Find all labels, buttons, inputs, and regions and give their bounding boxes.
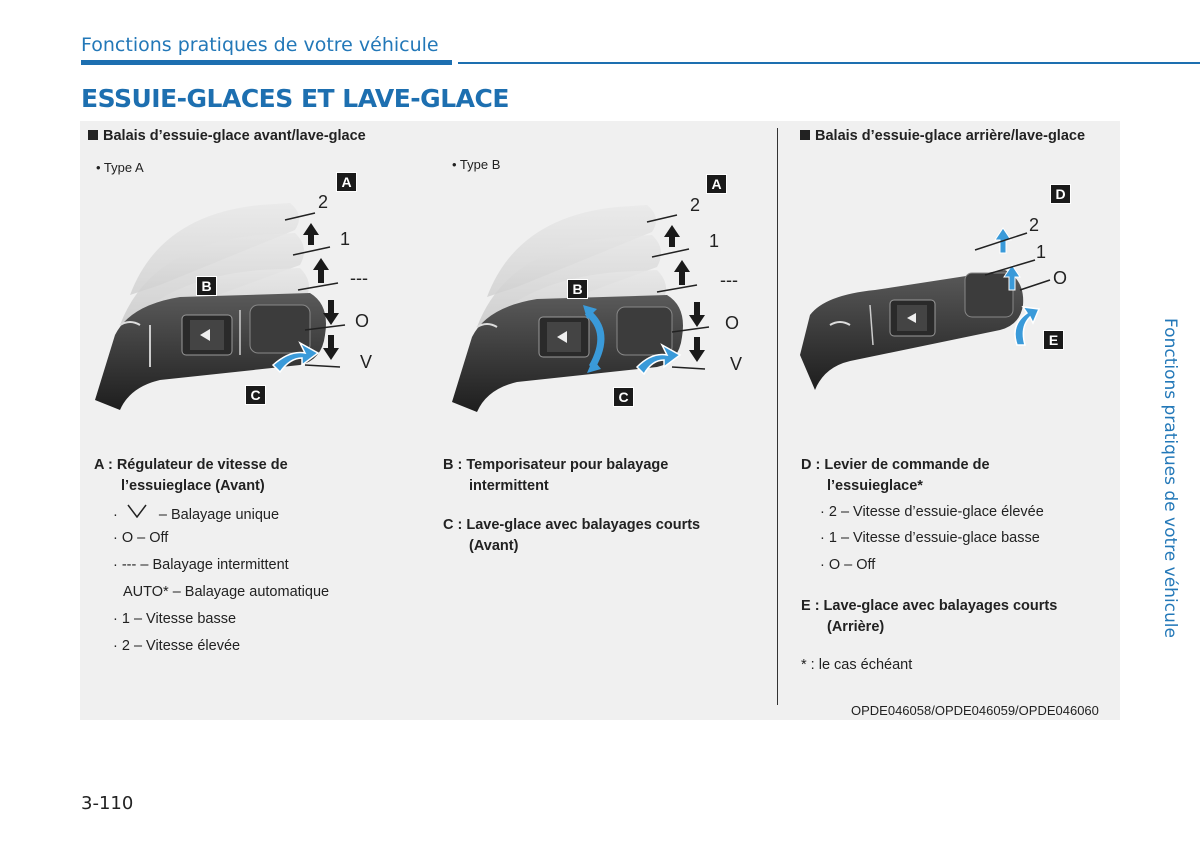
- desc-c-heading: C : Lave-glace avec balayages courts (Av…: [443, 517, 701, 554]
- position-single-label: V: [360, 352, 373, 372]
- running-header: Fonctions pratiques de votre véhicule: [81, 34, 439, 56]
- rear-section-heading: Balais d’essuie-glace arrière/lave-glace: [800, 128, 1085, 144]
- desc-a-intermittent-item: · --- – Balayage intermittent: [113, 557, 289, 573]
- position-2-label-type-b: 2: [690, 195, 701, 215]
- desc-a-off-item: · O – Off: [113, 530, 169, 546]
- panel-divider: [777, 128, 778, 705]
- position-single-label-type-b: V: [730, 354, 743, 374]
- page-title: ESSUIE-GLACES ET LAVE-GLACE: [81, 84, 509, 113]
- label-e-badge: E: [1043, 330, 1064, 350]
- position-off-label: O: [355, 311, 370, 331]
- rear-position-off-label: O: [1053, 268, 1068, 288]
- side-tab-chapter: Fonctions pratiques de votre véhicule: [1160, 318, 1180, 638]
- position-2-label: 2: [318, 192, 329, 212]
- square-bullet-icon: [88, 130, 98, 140]
- header-rule-thick: [81, 60, 452, 65]
- header-rule-thin: [458, 62, 1200, 64]
- front-section-heading: Balais d’essuie-glace avant/lave-glace: [88, 128, 366, 144]
- desc-a-heading: A : Régulateur de vitesse de l’essuiegla…: [94, 457, 288, 494]
- desc-b-heading: B : Temporisateur pour balayage intermit…: [443, 457, 669, 494]
- single-wipe-v-icon: [127, 504, 147, 519]
- rear-wiper-lever-illustration: [800, 227, 1051, 390]
- desc-a-low-item: · 1 – Vitesse basse: [113, 611, 237, 627]
- page-number: 3-110: [81, 793, 134, 814]
- desc-d-low-item: · 1 – Vitesse d’essuie-glace basse: [820, 530, 1040, 546]
- desc-d-off-item: · O – Off: [820, 557, 876, 573]
- position-off-label-type-b: O: [725, 313, 740, 333]
- label-d-badge: D: [1050, 184, 1071, 204]
- label-c-badge-type-b: C: [613, 387, 634, 407]
- desc-a-single-item: · – Balayage unique: [113, 504, 279, 523]
- desc-d-heading: D : Levier de commande de l’essuieglace*: [801, 457, 990, 494]
- footnote: * : le cas échéant: [801, 657, 913, 673]
- label-c-badge: C: [245, 385, 266, 405]
- desc-e-heading: E : Lave-glace avec balayages courts (Ar…: [801, 598, 1058, 635]
- wiper-lever-type-a-illustration: [95, 203, 346, 410]
- square-bullet-icon: [800, 130, 810, 140]
- type-a-label: • Type A: [96, 160, 144, 175]
- position-intermittent-label: ---: [350, 268, 368, 288]
- desc-d-high-item: · 2 – Vitesse d’essuie-glace élevée: [820, 504, 1044, 520]
- position-1-label-type-b: 1: [709, 231, 720, 251]
- desc-a-high-item: · 2 – Vitesse élevée: [113, 638, 241, 654]
- label-b-badge: B: [196, 276, 217, 296]
- label-a-badge-type-b: A: [706, 174, 727, 194]
- image-reference-code: OPDE046058/OPDE046059/OPDE046060: [851, 703, 1099, 718]
- position-1-label: 1: [340, 229, 351, 249]
- position-intermittent-label-type-b: ---: [720, 270, 738, 290]
- desc-a-auto-item: AUTO* – Balayage automatique: [123, 584, 330, 600]
- label-b-badge-type-b: B: [567, 279, 588, 299]
- rear-position-1-label: 1: [1036, 242, 1047, 262]
- label-a-badge: A: [336, 172, 357, 192]
- type-b-label: • Type B: [452, 157, 501, 172]
- wiper-lever-type-b-illustration: [452, 205, 710, 412]
- rear-position-2-label: 2: [1029, 215, 1040, 235]
